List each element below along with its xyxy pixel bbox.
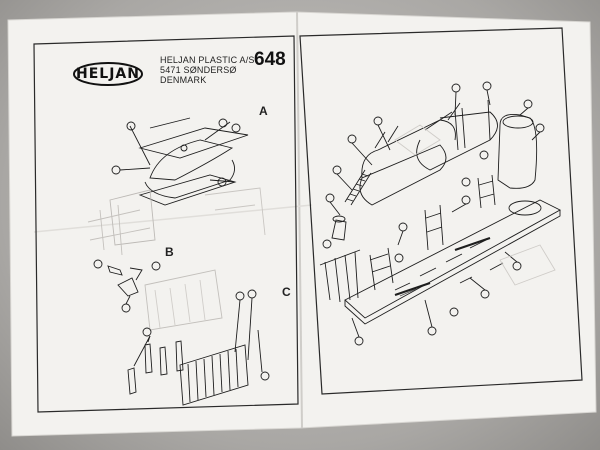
left-page-frame (33, 35, 299, 413)
brand-logo-text: HELJAN (76, 66, 140, 82)
assembly-diagram (319, 81, 561, 346)
company-country: DENMARK (160, 75, 207, 85)
section-label-c: C (282, 285, 291, 299)
horizontal-fold (33, 204, 313, 233)
section-label-b: B (165, 245, 174, 259)
center-fold (296, 11, 303, 429)
diagram-section-a (87, 117, 266, 256)
model-number: 648 (254, 49, 286, 70)
company-address: HELJAN PLASTIC A/S 5471 SØNDERSØ DENMARK (160, 55, 255, 85)
section-label-a: A (259, 104, 268, 118)
diagram-section-c (127, 289, 270, 406)
company-city: 5471 SØNDERSØ (160, 65, 237, 75)
brand-logo (73, 62, 143, 86)
right-page-frame (299, 27, 583, 395)
company-name: HELJAN PLASTIC A/S (160, 55, 255, 65)
diagram-section-b (93, 259, 223, 331)
